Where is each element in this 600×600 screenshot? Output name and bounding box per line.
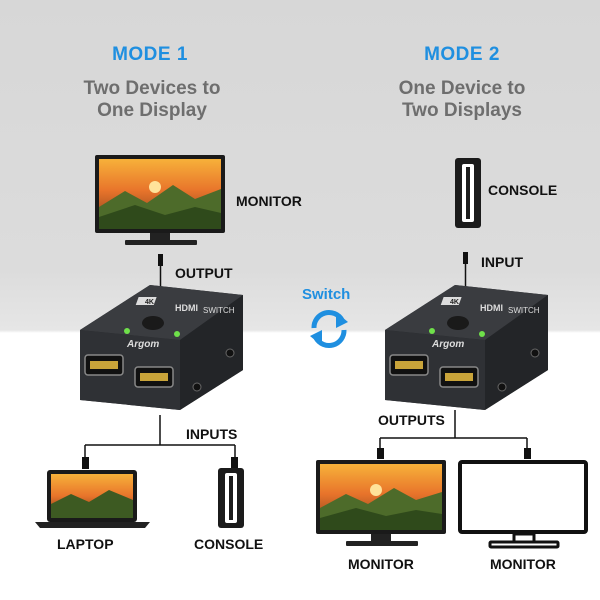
mode2-switch-text: SWITCH bbox=[508, 306, 540, 315]
mode1-output-label: OUTPUT bbox=[175, 265, 233, 281]
mode2-monitor1-label: MONITOR bbox=[348, 556, 414, 572]
mode2-monitor1-illustration bbox=[316, 460, 446, 546]
mode1-switch-text: SWITCH bbox=[203, 306, 235, 315]
mode2-console-illustration bbox=[455, 158, 481, 228]
laptop-label: LAPTOP bbox=[57, 536, 114, 552]
mode1-title: MODE 1 bbox=[112, 44, 188, 65]
mode1-inputs-label: INPUTS bbox=[186, 426, 238, 442]
mode1-monitor-label: MONITOR bbox=[236, 193, 302, 209]
mode2-outputs-label: OUTPUTS bbox=[378, 412, 445, 428]
mode2-outputs-cable bbox=[377, 410, 531, 459]
mode1-subtitle-line1: Two Devices to bbox=[83, 78, 221, 99]
mode2-subtitle: One Device to Two Displays bbox=[352, 78, 572, 122]
mode1-console-label: CONSOLE bbox=[194, 536, 264, 552]
mode2-title: MODE 2 bbox=[424, 44, 500, 65]
mode2-badge: 4K bbox=[450, 299, 459, 306]
mode2-subtitle-line2: Two Displays bbox=[401, 100, 522, 121]
switch-arrows-icon bbox=[310, 309, 348, 349]
mode1-hdmi-switch: 4K HDMI SWITCH Argom bbox=[80, 285, 243, 410]
mode1-subtitle: Two Devices to One Display bbox=[42, 78, 262, 122]
switch-label: Switch bbox=[302, 286, 351, 303]
mode2-monitor2-illustration bbox=[458, 460, 588, 549]
laptop-illustration bbox=[35, 470, 150, 528]
mode1-hdmi-text: HDMI bbox=[175, 303, 198, 313]
mode2-monitor2-label: MONITOR bbox=[490, 556, 556, 572]
mode1-brand: Argom bbox=[126, 339, 159, 350]
mode1-console-illustration bbox=[218, 468, 244, 528]
mode2-brand: Argom bbox=[431, 339, 464, 350]
mode1-subtitle-line2: One Display bbox=[97, 100, 207, 121]
mode2-console-label: CONSOLE bbox=[488, 182, 558, 198]
mode2-input-label: INPUT bbox=[481, 254, 523, 270]
mode2-hdmi-text: HDMI bbox=[480, 303, 503, 313]
mode2-hdmi-switch: 4K HDMI SWITCH Argom bbox=[385, 285, 548, 410]
mode1-output-cable bbox=[158, 254, 163, 288]
mode2-subtitle-line1: One Device to bbox=[398, 78, 526, 99]
mode1-inputs-cable bbox=[82, 415, 238, 469]
mode2-input-cable bbox=[463, 252, 468, 288]
mode1-badge: 4K bbox=[145, 299, 154, 306]
mode1-monitor-illustration bbox=[95, 155, 225, 245]
